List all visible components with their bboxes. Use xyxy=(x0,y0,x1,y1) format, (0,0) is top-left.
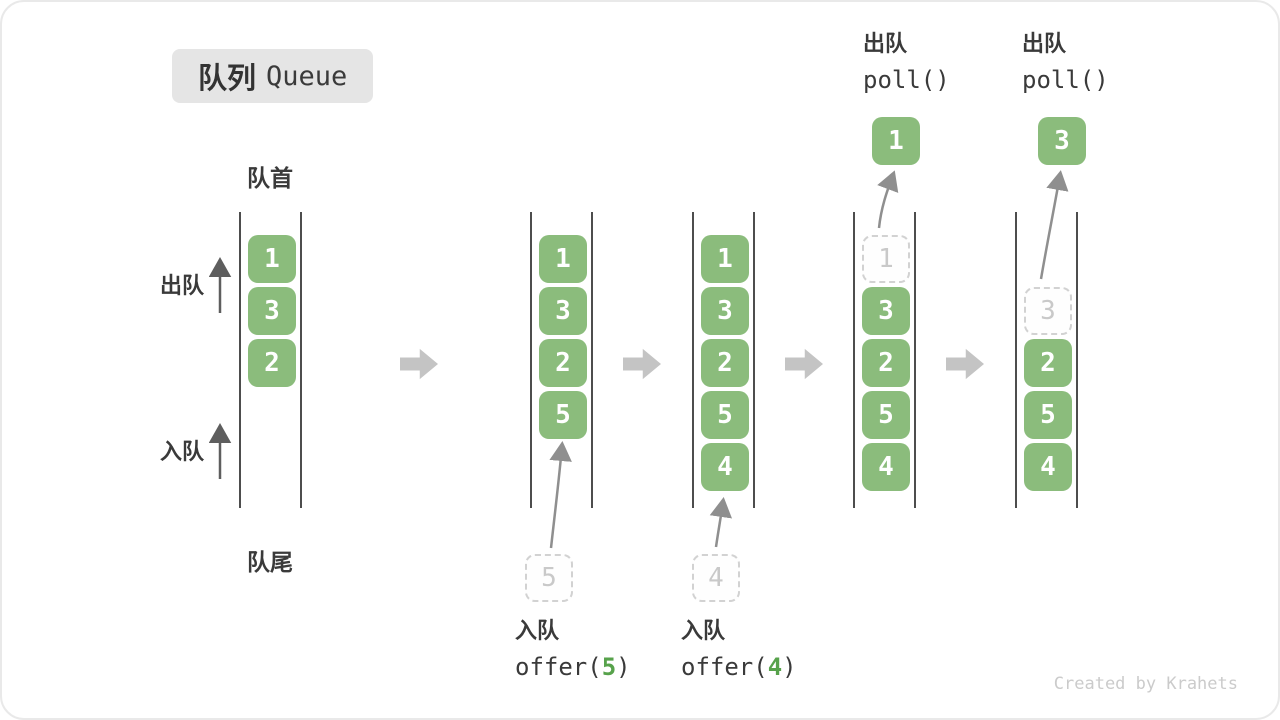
queue-item-3: 3 xyxy=(701,287,749,335)
queue-item-3: 3 xyxy=(248,287,296,335)
queue-item-5: 5 xyxy=(701,391,749,439)
queue-item-2: 2 xyxy=(701,339,749,387)
next-step-arrow-icon xyxy=(785,348,823,380)
title-en: Queue xyxy=(266,60,348,92)
queue-item-4: 4 xyxy=(1024,443,1072,491)
dequeue-label: 出队 xyxy=(159,273,204,298)
queue-item-4: 4 xyxy=(862,443,910,491)
queue-item-1: 1 xyxy=(248,235,296,283)
incoming-item: 5 xyxy=(525,554,573,602)
enqueue-op-label: 入队 xyxy=(515,618,560,643)
dequeue-op-label: 出队 xyxy=(1022,31,1067,56)
queue-item-1: 1 xyxy=(539,235,587,283)
enqueue-move-arrow-icon xyxy=(709,497,733,548)
next-step-arrow-icon xyxy=(946,348,984,380)
title-zh: 队列 xyxy=(198,63,257,95)
next-step-arrow-icon xyxy=(400,348,438,380)
queue-item-3: 3 xyxy=(862,287,910,335)
incoming-item: 4 xyxy=(692,554,740,602)
queue-item-4: 4 xyxy=(701,443,749,491)
polled-item: 1 xyxy=(872,117,920,165)
polled-item: 3 xyxy=(1038,117,1086,165)
next-step-arrow-icon xyxy=(623,348,661,380)
enqueue-op-caption: 入队 offer(4) xyxy=(681,618,797,681)
dequeue-op-label: 出队 xyxy=(863,31,908,56)
queue-front-label: 队首 xyxy=(247,165,293,191)
removed-item-1: 1 xyxy=(862,235,910,283)
enqueue-op-caption: 入队 offer(5) xyxy=(515,618,631,681)
dequeue-op-code: poll() xyxy=(1022,66,1109,94)
enqueue-op-code: offer(4) xyxy=(681,653,797,681)
queue-item-1: 1 xyxy=(701,235,749,283)
enqueue-label: 入队 xyxy=(159,439,204,464)
queue-item-3: 3 xyxy=(539,287,587,335)
queue-item-5: 5 xyxy=(1024,391,1072,439)
enqueue-op-label: 入队 xyxy=(681,618,726,643)
queue-rear-label: 队尾 xyxy=(247,549,293,575)
enqueue-op-code: offer(5) xyxy=(515,653,631,681)
title-badge: 队列 Queue xyxy=(172,49,374,103)
queue-item-5: 5 xyxy=(862,391,910,439)
dequeue-op-caption: 出队 poll() xyxy=(863,31,950,94)
queue-item-2: 2 xyxy=(248,339,296,387)
dequeue-op-caption: 出队 poll() xyxy=(1022,31,1109,94)
queue-item-2: 2 xyxy=(862,339,910,387)
removed-item-3: 3 xyxy=(1024,287,1072,335)
watermark: Created by Krahets xyxy=(1053,674,1238,694)
queue-item-2: 2 xyxy=(1024,339,1072,387)
dequeue-op-code: poll() xyxy=(863,66,950,94)
queue-item-5: 5 xyxy=(539,391,587,439)
queue-item-2: 2 xyxy=(539,339,587,387)
